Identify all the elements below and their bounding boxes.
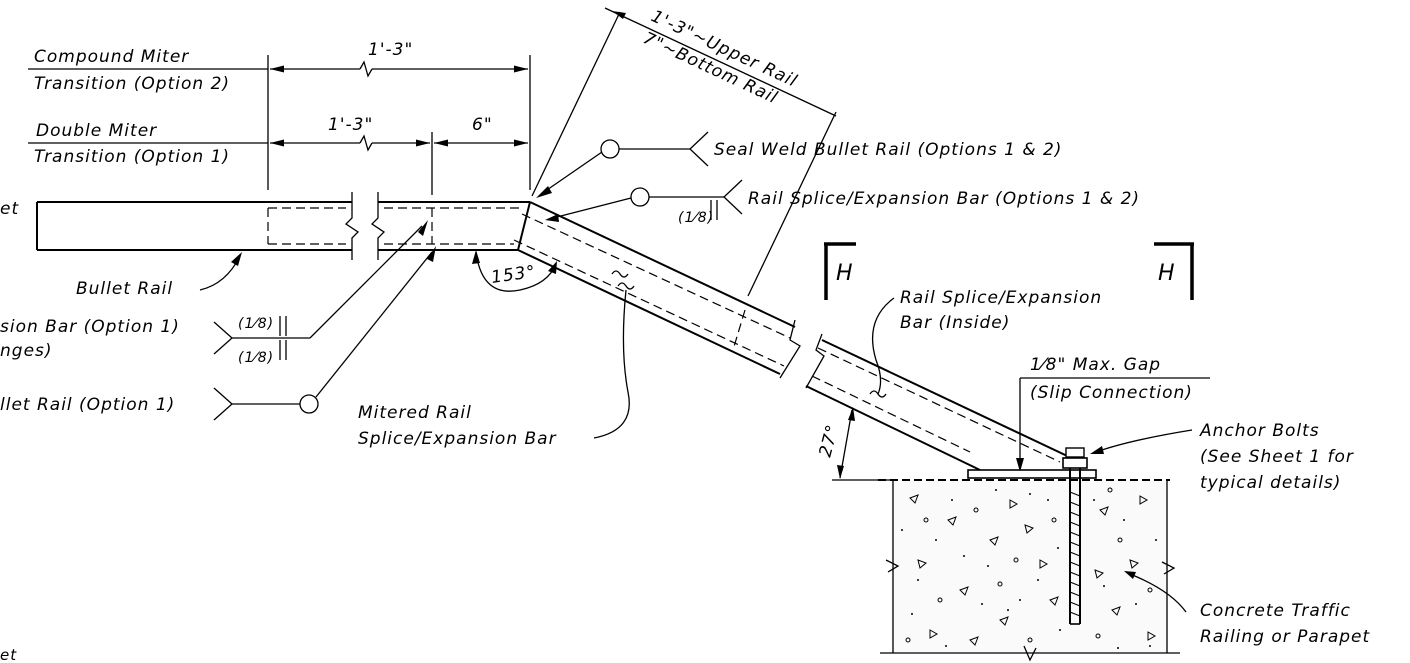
- angle-27-label: 27°: [816, 422, 844, 459]
- angled-ext-line-right: [747, 111, 837, 297]
- angle-153-arrow-a: [472, 250, 480, 264]
- weld-eighth-top: (1⁄8): [678, 210, 714, 226]
- max-gap-arrow: [1016, 458, 1024, 472]
- rail-splice-inside-tilde: [869, 390, 887, 398]
- bullet-rail-horizontal: [36, 192, 531, 260]
- expansion-bar-option1-callout: [213, 220, 428, 360]
- angled-dim-arrow-left: [612, 11, 626, 19]
- dimension-line-top: [270, 60, 528, 78]
- bullet-rail-arrowhead: [231, 252, 242, 266]
- anchor-bolts-arrow: [1090, 446, 1104, 454]
- anchor-bolts-line1: Anchor Bolts: [1199, 421, 1320, 441]
- angle-27-arrow-b: [848, 407, 855, 421]
- bottom-left-cut-label: et: [0, 646, 17, 663]
- weld-eighth-a: (1⁄8): [238, 316, 274, 332]
- dim-six-text: 6": [472, 115, 493, 135]
- angle-153-label: 153°: [490, 262, 537, 288]
- compound-miter-label-line2: Transition (Option 2): [34, 74, 230, 94]
- bullet-rail-option1-callout: [213, 246, 436, 421]
- anchor-bolts-line2: (See Sheet 1 for: [1200, 447, 1354, 467]
- angled-dim-line: [604, 7, 837, 117]
- anchor-bolts-line3: typical details): [1200, 473, 1341, 493]
- concrete-leader: [1129, 573, 1187, 613]
- double-miter-label-line1: Double Miter: [36, 121, 157, 141]
- double-miter-label-line2: Transition (Option 1): [34, 147, 230, 167]
- section-h-right-label: H: [1158, 261, 1176, 286]
- concrete-arrow: [1124, 571, 1136, 579]
- angle-27-arrow-a: [837, 465, 844, 479]
- slip-connection-label: (Slip Connection): [1030, 383, 1193, 403]
- mitered-rail-line1: Mitered Rail: [358, 403, 472, 423]
- anchor-bolts-leader: [1095, 429, 1193, 453]
- section-marker-h-left: [824, 242, 856, 300]
- bullet-rail-option1-label: llet Rail (Option 1): [0, 395, 175, 415]
- concrete-parapet: [878, 447, 1180, 662]
- rail-splice-inside-leader: [872, 297, 895, 395]
- concrete-label-line1: Concrete Traffic: [1200, 601, 1351, 621]
- rail-splice-top-label: Rail Splice/Expansion Bar (Options 1 & 2…: [748, 189, 1140, 209]
- seal-weld-label: Seal Weld Bullet Rail (Options 1 & 2): [714, 140, 1062, 160]
- mitered-rail-line2: Splice/Expansion Bar: [358, 429, 557, 449]
- rail-tilde-mark: [611, 270, 629, 278]
- angle-153-arc: [475, 251, 557, 292]
- expansion-flanges-label: nges): [0, 341, 53, 361]
- rail-splice-top-callout: [545, 179, 743, 222]
- section-marker-h-right: [1154, 242, 1194, 300]
- left-cut-label: et: [0, 199, 19, 219]
- dim-top-text: 1'-3": [368, 40, 413, 60]
- seal-weld-callout: [536, 131, 709, 198]
- compound-miter-label-line1: Compound Miter: [34, 47, 189, 67]
- mitered-rail-leader: [593, 289, 630, 439]
- angled-rail: [513, 201, 1081, 471]
- expansion-bar-option1-label: sion Bar (Option 1): [0, 317, 180, 337]
- concrete-label-line2: Railing or Parapet: [1200, 627, 1370, 647]
- angled-ext-line-left: [531, 11, 621, 197]
- angle-153-arrow-b: [548, 261, 557, 274]
- section-h-left-label: H: [836, 261, 854, 286]
- mitered-rail-tilde: [617, 282, 635, 290]
- dimension-line-middle: [270, 134, 528, 152]
- max-gap-label: 1⁄8" Max. Gap: [1030, 355, 1161, 375]
- rail-splice-inside-line1: Rail Splice/Expansion: [900, 288, 1102, 308]
- bullet-rail-label: Bullet Rail: [76, 279, 173, 299]
- rail-splice-inside-line2: Bar (Inside): [900, 313, 1010, 333]
- weld-eighth-b: (1⁄8): [238, 350, 274, 366]
- dim-mid-text: 1'-3": [328, 115, 373, 135]
